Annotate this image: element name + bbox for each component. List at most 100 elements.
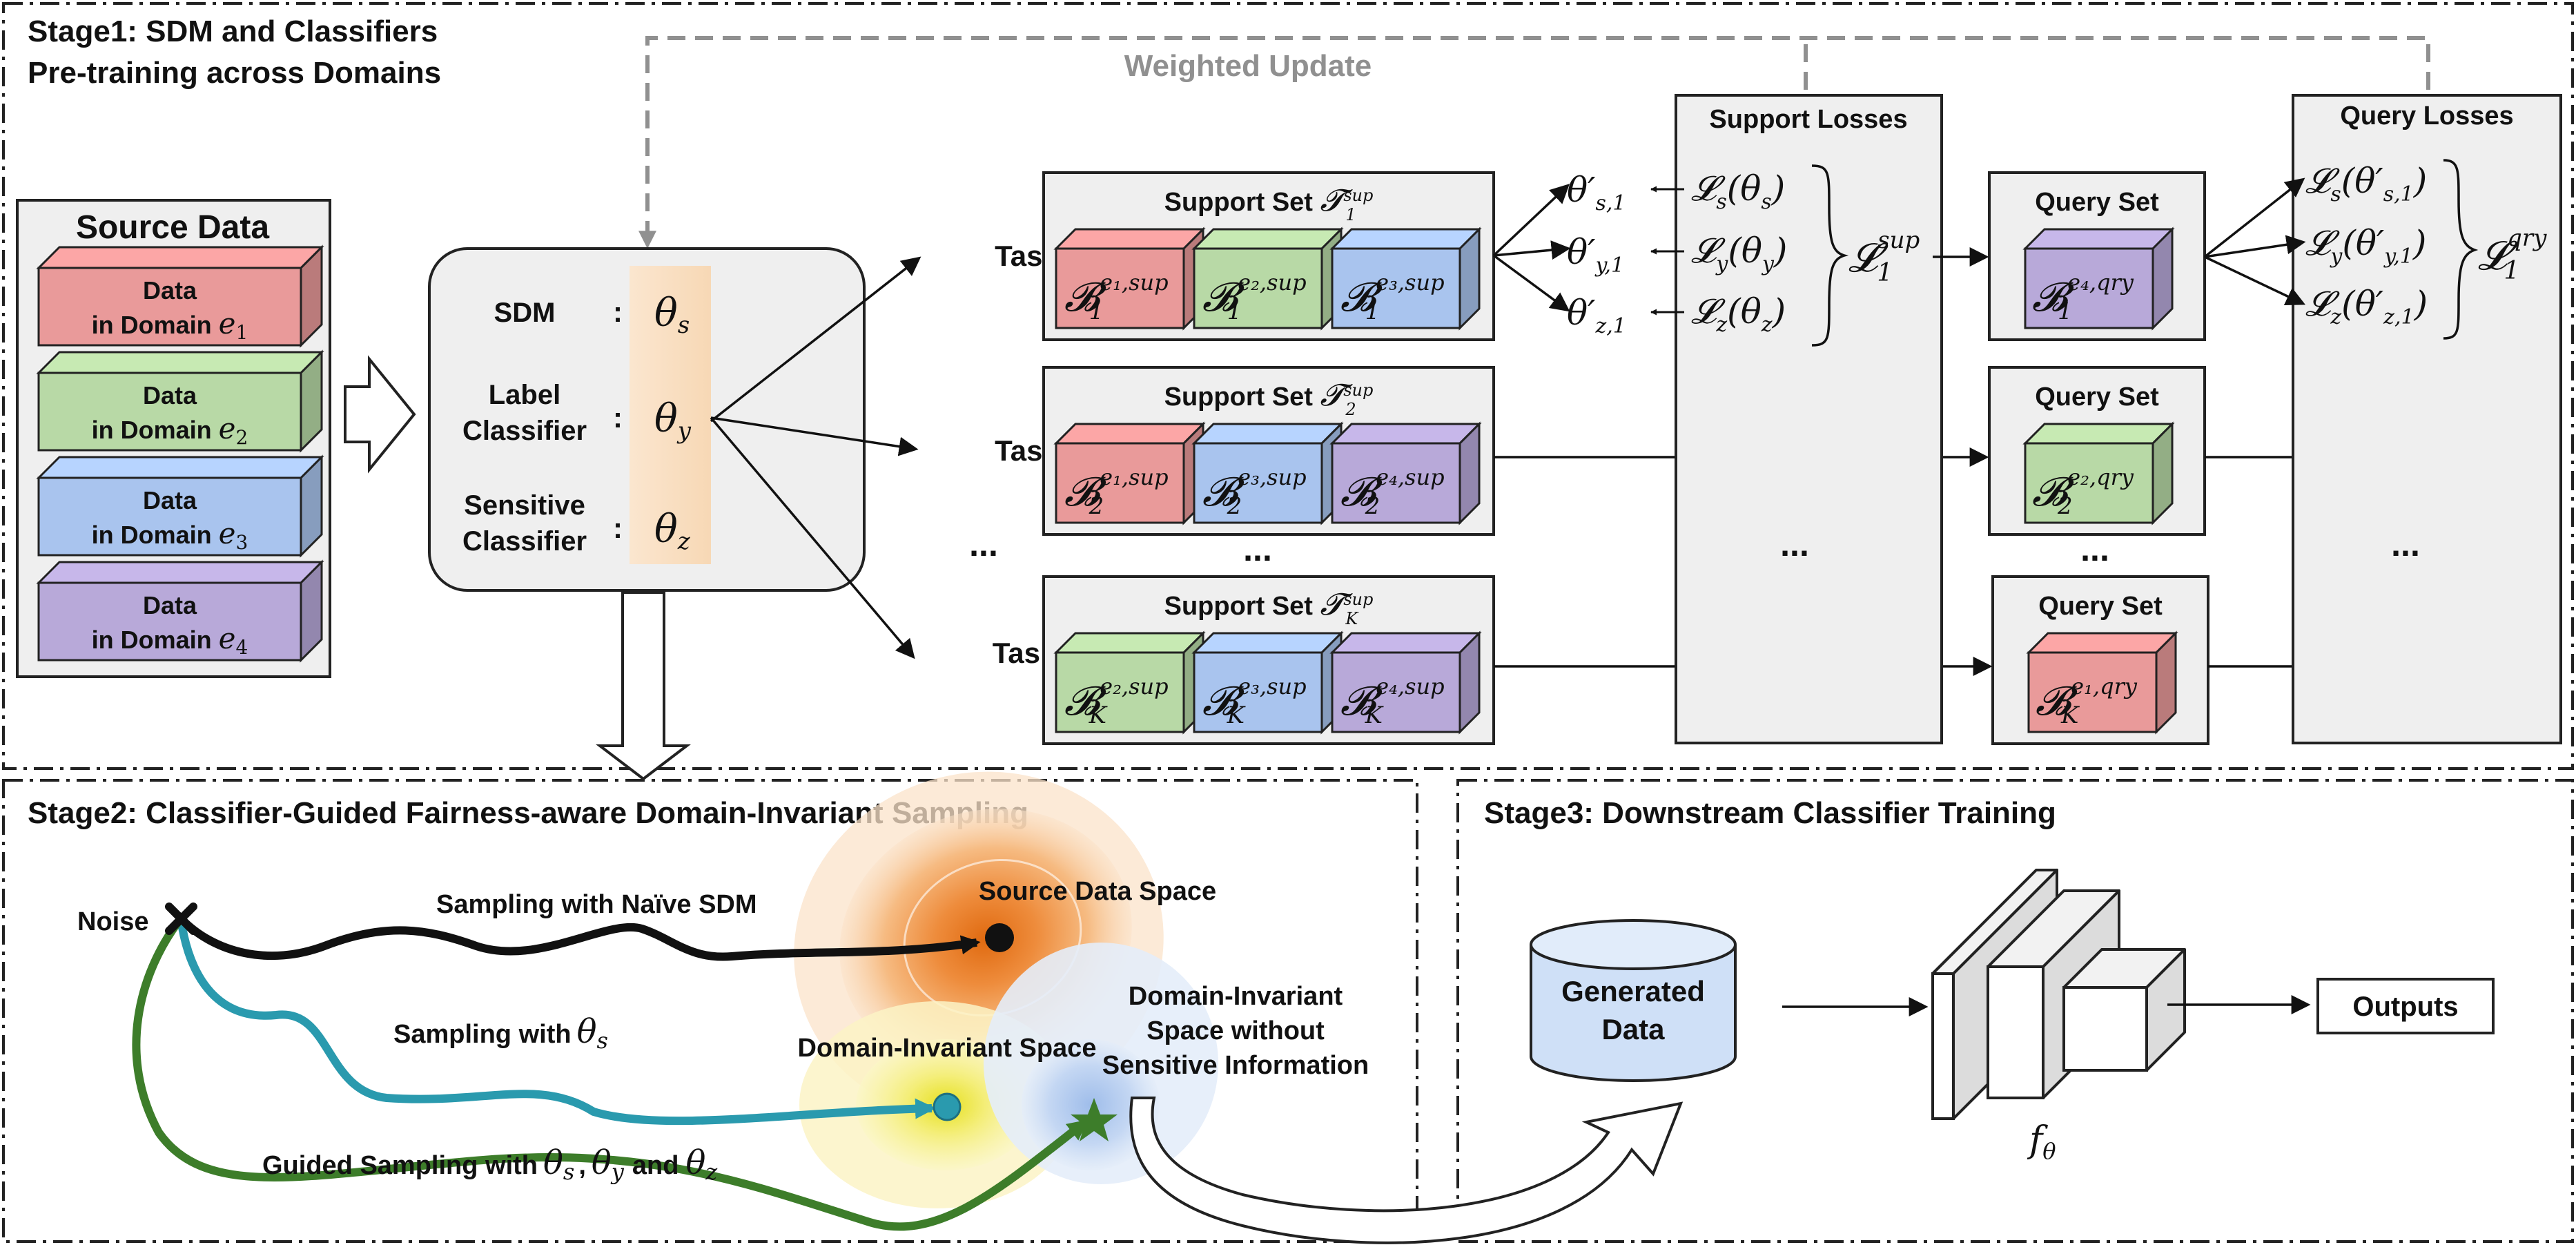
- di-space-target-dot: [933, 1092, 962, 1121]
- support-loss-s: 𝓛s(θs): [1691, 168, 1785, 214]
- query-block: [2022, 226, 2175, 331]
- source-data-title: Source Data: [76, 209, 269, 246]
- weighted-update-loop: [638, 36, 2430, 249]
- query-to-loss-arrow-1: [2203, 177, 2305, 258]
- stage1-panel: [2, 2, 2574, 770]
- adapted-param-2: θ′y,1: [1567, 232, 1624, 278]
- ellipsis-query-losses: ...: [2391, 525, 2420, 563]
- generated-data-label-2: Data: [1601, 1013, 1665, 1045]
- path-naive-label: Sampling with Naïve SDM: [436, 890, 757, 919]
- ellipsis-support-losses: ...: [1780, 525, 1809, 563]
- model-row-2-label2: Classifier: [462, 526, 587, 557]
- source-to-model-arrow: [344, 355, 416, 474]
- ellipsis-query: ...: [2080, 530, 2109, 568]
- di-fair-space-label-1: Domain-Invariant: [1129, 982, 1343, 1011]
- noise-cross-icon: [165, 903, 197, 935]
- model-to-stage2-arrow: [596, 591, 691, 781]
- source-domain-1-line1: Data: [143, 276, 197, 305]
- query-to-loss-arrow-3: [2204, 255, 2306, 306]
- source-domain-4-line2: in Domain e4: [92, 621, 248, 659]
- query-set-title: Query Set: [2035, 383, 2159, 412]
- param-column: [630, 266, 711, 564]
- model-row-1-label2: Classifier: [462, 416, 587, 446]
- stage1-title: Stage1: SDM and Classifiers: [28, 15, 438, 48]
- adapted-param-3: θ′z,1: [1567, 293, 1626, 338]
- query-loss-s: 𝓛s(θ′s,1): [2305, 161, 2427, 206]
- di-fair-space-blob: [1022, 1039, 1160, 1170]
- support-losses-title: Support Losses: [1709, 105, 1907, 134]
- ellipsis-row: ... ... ... ... ...: [969, 525, 2420, 568]
- stage3-title: Stage3: Downstream Classifier Training: [1484, 796, 2056, 830]
- model-row-0-label: SDM: [494, 298, 556, 328]
- ellipsis-support: ...: [1243, 530, 1272, 568]
- query-set-title: Query Set: [2038, 592, 2163, 621]
- model-row-2-colon: :: [613, 512, 623, 544]
- support-loss-brace: [1811, 164, 1849, 347]
- model-rows: SDM:θsLabelClassifier:θySensitiveClassif…: [462, 291, 692, 557]
- stage2-to-stage3-arrow: [1129, 1097, 1684, 1244]
- model-row-0-param: θs: [654, 291, 690, 339]
- adapted-param-1: θ′s,1: [1567, 170, 1626, 215]
- outputs-box: [2316, 978, 2495, 1034]
- support-to-param-arrow-2: [1493, 240, 1571, 260]
- model-row-1-label: Label: [489, 380, 560, 410]
- support-block-1: [1053, 421, 1206, 525]
- source-domain-1-line2: in Domain e1: [92, 307, 248, 344]
- path-naive-sdm: [177, 915, 981, 961]
- source-space-label: Source Data Space: [979, 877, 1216, 906]
- generated-data-label-1: Generated: [1561, 975, 1705, 1007]
- support-block-3: [1329, 630, 1482, 735]
- model-row-2-param: θz: [654, 507, 691, 555]
- support-block-3: [1329, 421, 1482, 525]
- stage2-panel: [2, 779, 1418, 1243]
- network-layer-3: [2062, 948, 2186, 1072]
- stage1-subtitle: Pre-training across Domains: [28, 56, 441, 90]
- support-to-param-arrow-1: [1492, 184, 1570, 257]
- model-to-task-arrows: [710, 256, 921, 659]
- support-to-param-arrow-3: [1492, 254, 1570, 312]
- support-block-2: [1191, 421, 1344, 525]
- di-space-label: Domain-Invariant Space: [798, 1034, 1097, 1063]
- model-box: SDM:θsLabelClassifier:θySensitiveClassif…: [428, 247, 866, 592]
- model-symbol: fθ: [2027, 1119, 2056, 1164]
- support-block-1: [1053, 226, 1206, 331]
- query-losses-title: Query Losses: [2340, 102, 2513, 131]
- support-losses-column: Support Losses: [1675, 94, 1943, 744]
- weighted-update-label: Weighted Update: [1124, 49, 1372, 83]
- stage3-panel-box: [1456, 779, 2574, 1243]
- outputs-label: Outputs: [2352, 992, 2458, 1022]
- di-fair-space-target-star: [1071, 1098, 1118, 1141]
- source-domain-3-line1: Data: [143, 486, 197, 514]
- noise-label: Noise: [77, 907, 148, 936]
- network-layers: [1931, 869, 2186, 1120]
- source-domain-2-line2: in Domain e2: [92, 412, 248, 449]
- path-theta-s: [177, 918, 936, 1126]
- source-domain-3-cube: [36, 454, 324, 558]
- query-block: [2022, 421, 2175, 525]
- source-domain-1-cube: [36, 244, 324, 348]
- source-space-target-dot: [985, 923, 1014, 952]
- query-set-title: Query Set: [2035, 188, 2159, 217]
- source-domain-2-cube: [36, 349, 324, 453]
- model-row-1-param: θy: [654, 396, 692, 445]
- model-row-1-colon: :: [613, 401, 623, 434]
- query-loss-brace: [2443, 159, 2479, 340]
- generated-data-cylinder: [1530, 919, 1737, 1082]
- source-domain-3-line2: in Domain e3: [92, 517, 248, 554]
